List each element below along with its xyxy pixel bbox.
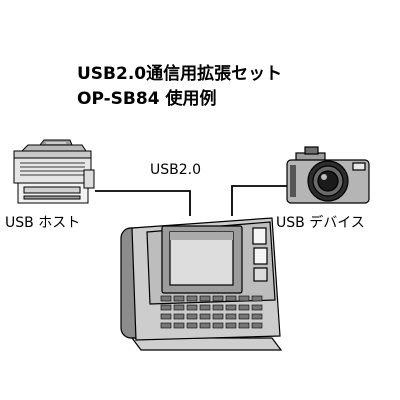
usb-device-label: USB デバイス xyxy=(276,215,365,231)
usb-host-label: USB ホスト xyxy=(5,215,81,231)
usb-cable-label: USB2.0 xyxy=(150,162,202,178)
keypad xyxy=(160,295,263,329)
device-cable xyxy=(231,185,293,216)
camera-icon xyxy=(286,146,370,204)
connection-lines xyxy=(95,185,293,216)
printer-icon xyxy=(13,139,95,204)
host-cable xyxy=(95,190,191,216)
title-line-1: USB2.0通信用拡張セット xyxy=(77,64,283,84)
title-line-2: OP-SB84 使用例 xyxy=(77,89,217,109)
diagram-title: USB2.0通信用拡張セット OP-SB84 使用例 xyxy=(77,62,282,112)
telephone-terminal-icon xyxy=(120,217,283,351)
